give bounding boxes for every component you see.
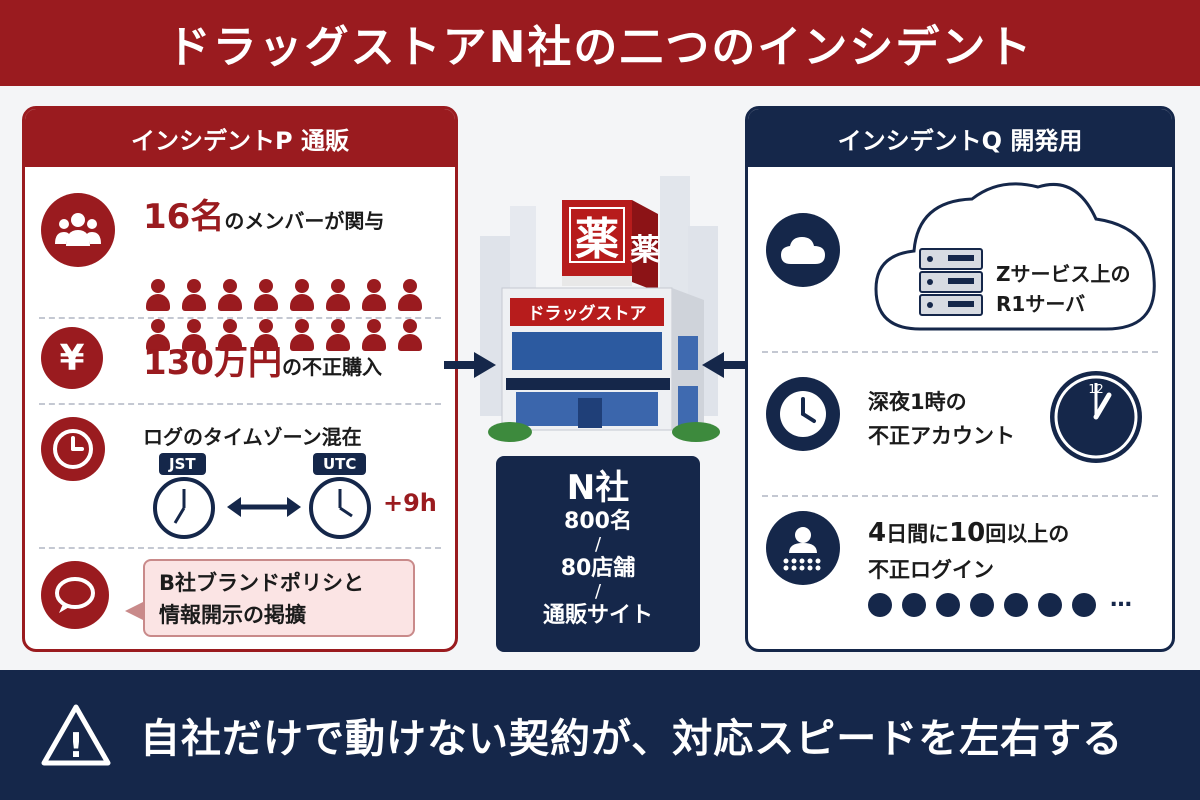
person-icon <box>215 279 245 313</box>
company-name: N社 <box>566 468 630 508</box>
person-icon <box>287 279 317 313</box>
login-days: 4 <box>868 518 887 548</box>
arrow-left-icon <box>702 352 754 378</box>
person-icon <box>395 319 425 353</box>
tz-jst-badge: JST <box>159 453 206 475</box>
conclusion-message: 自社だけで動けない契約が、対応スピードを左右する <box>140 716 1124 762</box>
password-dot <box>902 593 926 617</box>
clock-twelve: 12 <box>1088 382 1103 396</box>
login-days-unit: 日間に <box>886 522 950 546</box>
login-label: 4日間に10回以上の 不正ログイン <box>868 515 1069 588</box>
night-line-1: 深夜1時の <box>868 390 967 414</box>
password-dot <box>1038 593 1062 617</box>
members-line: 16名のメンバーが関与 <box>143 189 384 238</box>
login-line-2: 不正ログイン <box>868 558 994 582</box>
divider <box>39 317 441 319</box>
server-label: Zサービス上の R1サーバ <box>996 259 1131 319</box>
people-icon <box>41 193 115 267</box>
timezone-title: ログのタイムゾーン混在 <box>143 425 362 449</box>
password-dot <box>970 593 994 617</box>
clock-icon <box>41 417 105 481</box>
tz-diff: +9h <box>383 489 437 517</box>
company-info-box: N社 800名 / 80店舗 / 通販サイト <box>496 456 700 652</box>
person-icon <box>143 279 173 313</box>
brand-policy-note: B社ブランドポリシと 情報開示の掲擴 <box>143 559 415 637</box>
incident-q-heading: インシデントQ 開発用 <box>748 109 1172 167</box>
amount-line: 130万円の不正購入 <box>143 335 382 384</box>
person-icon <box>323 319 353 353</box>
person-icon <box>251 319 281 353</box>
password-dot <box>1072 593 1096 617</box>
server-line-2: R1サーバ <box>996 292 1086 316</box>
divider <box>39 403 441 405</box>
members-text: のメンバーが関与 <box>224 209 385 233</box>
yen-symbol: ¥ <box>59 337 85 379</box>
warning-icon: ! <box>41 704 111 766</box>
password-dot <box>1004 593 1028 617</box>
dots-ellipsis: … <box>1110 587 1132 612</box>
person-icon <box>395 279 425 313</box>
yen-icon: ¥ <box>41 327 103 389</box>
person-icon <box>359 279 389 313</box>
tz-utc-badge: UTC <box>313 453 367 475</box>
jst-clock-icon <box>153 477 215 539</box>
password-dot <box>936 593 960 617</box>
building-icon: 薬 薬 ドラッグストア <box>480 176 720 442</box>
person-icon <box>359 319 389 353</box>
person-icon <box>323 279 353 313</box>
wall-clock-icon: 12 <box>1050 371 1142 463</box>
server-line-1: Zサービス上の <box>996 262 1131 286</box>
sign-char-side: 薬 <box>630 233 660 268</box>
divider <box>39 547 441 549</box>
password-dot <box>868 593 892 617</box>
people-grid <box>143 279 433 353</box>
divider <box>762 495 1158 497</box>
speech-bubble-icon <box>41 561 109 629</box>
utc-clock-icon <box>309 477 371 539</box>
person-icon <box>251 279 281 313</box>
double-arrow-icon <box>227 497 301 517</box>
amount-text: の不正購入 <box>281 355 382 379</box>
bubble-line-2: 情報開示の掲擴 <box>159 603 306 627</box>
login-count: 10 <box>949 518 986 548</box>
person-icon <box>215 319 245 353</box>
incident-p-panel: インシデントP 通販 16名のメンバーが関与 ¥ 130万円の不正購入 ログのタ… <box>22 106 458 652</box>
incident-p-heading: インシデントP 通販 <box>25 109 455 167</box>
store-sign-text: ドラッグストア <box>528 303 647 324</box>
company-site: 通販サイト <box>542 603 653 628</box>
conclusion-banner: ! 自社だけで動けない契約が、対応スピードを左右する <box>0 670 1200 800</box>
page-title: ドラッグストアN社の二つのインシデント <box>166 22 1034 73</box>
warning-mark: ! <box>68 726 84 766</box>
server-icon <box>919 248 983 316</box>
arrow-right-icon <box>444 352 496 378</box>
company-staff: 800名 <box>564 509 632 534</box>
user-keypad-icon <box>766 511 840 585</box>
person-icon <box>143 319 173 353</box>
night-clock-icon <box>766 377 840 451</box>
company-stores: 80店舗 <box>560 556 636 581</box>
login-count-unit: 回以上の <box>985 522 1070 546</box>
night-account-label: 深夜1時の 不正アカウント <box>868 385 1015 453</box>
cloud-icon <box>766 213 840 287</box>
title-banner: ドラッグストアN社の二つのインシデント <box>0 0 1200 86</box>
login-line-1: 4日間に10回以上の <box>868 515 1069 552</box>
person-icon <box>287 319 317 353</box>
bubble-line-1: B社ブランドポリシと <box>159 571 365 595</box>
bubble-tail <box>125 601 145 621</box>
sign-char-front: 薬 <box>575 214 619 265</box>
company-sep-2: / <box>594 581 602 602</box>
person-icon <box>179 319 209 353</box>
members-count: 16名 <box>143 197 225 237</box>
company-sep-1: / <box>594 534 602 555</box>
person-icon <box>179 279 209 313</box>
divider <box>762 351 1158 353</box>
night-line-2: 不正アカウント <box>868 424 1015 448</box>
amount-value: 130万円 <box>143 343 282 383</box>
incident-q-panel: インシデントQ 開発用 Zサービス上の R1サーバ 深夜1時の 不正アカウント <box>745 106 1175 652</box>
